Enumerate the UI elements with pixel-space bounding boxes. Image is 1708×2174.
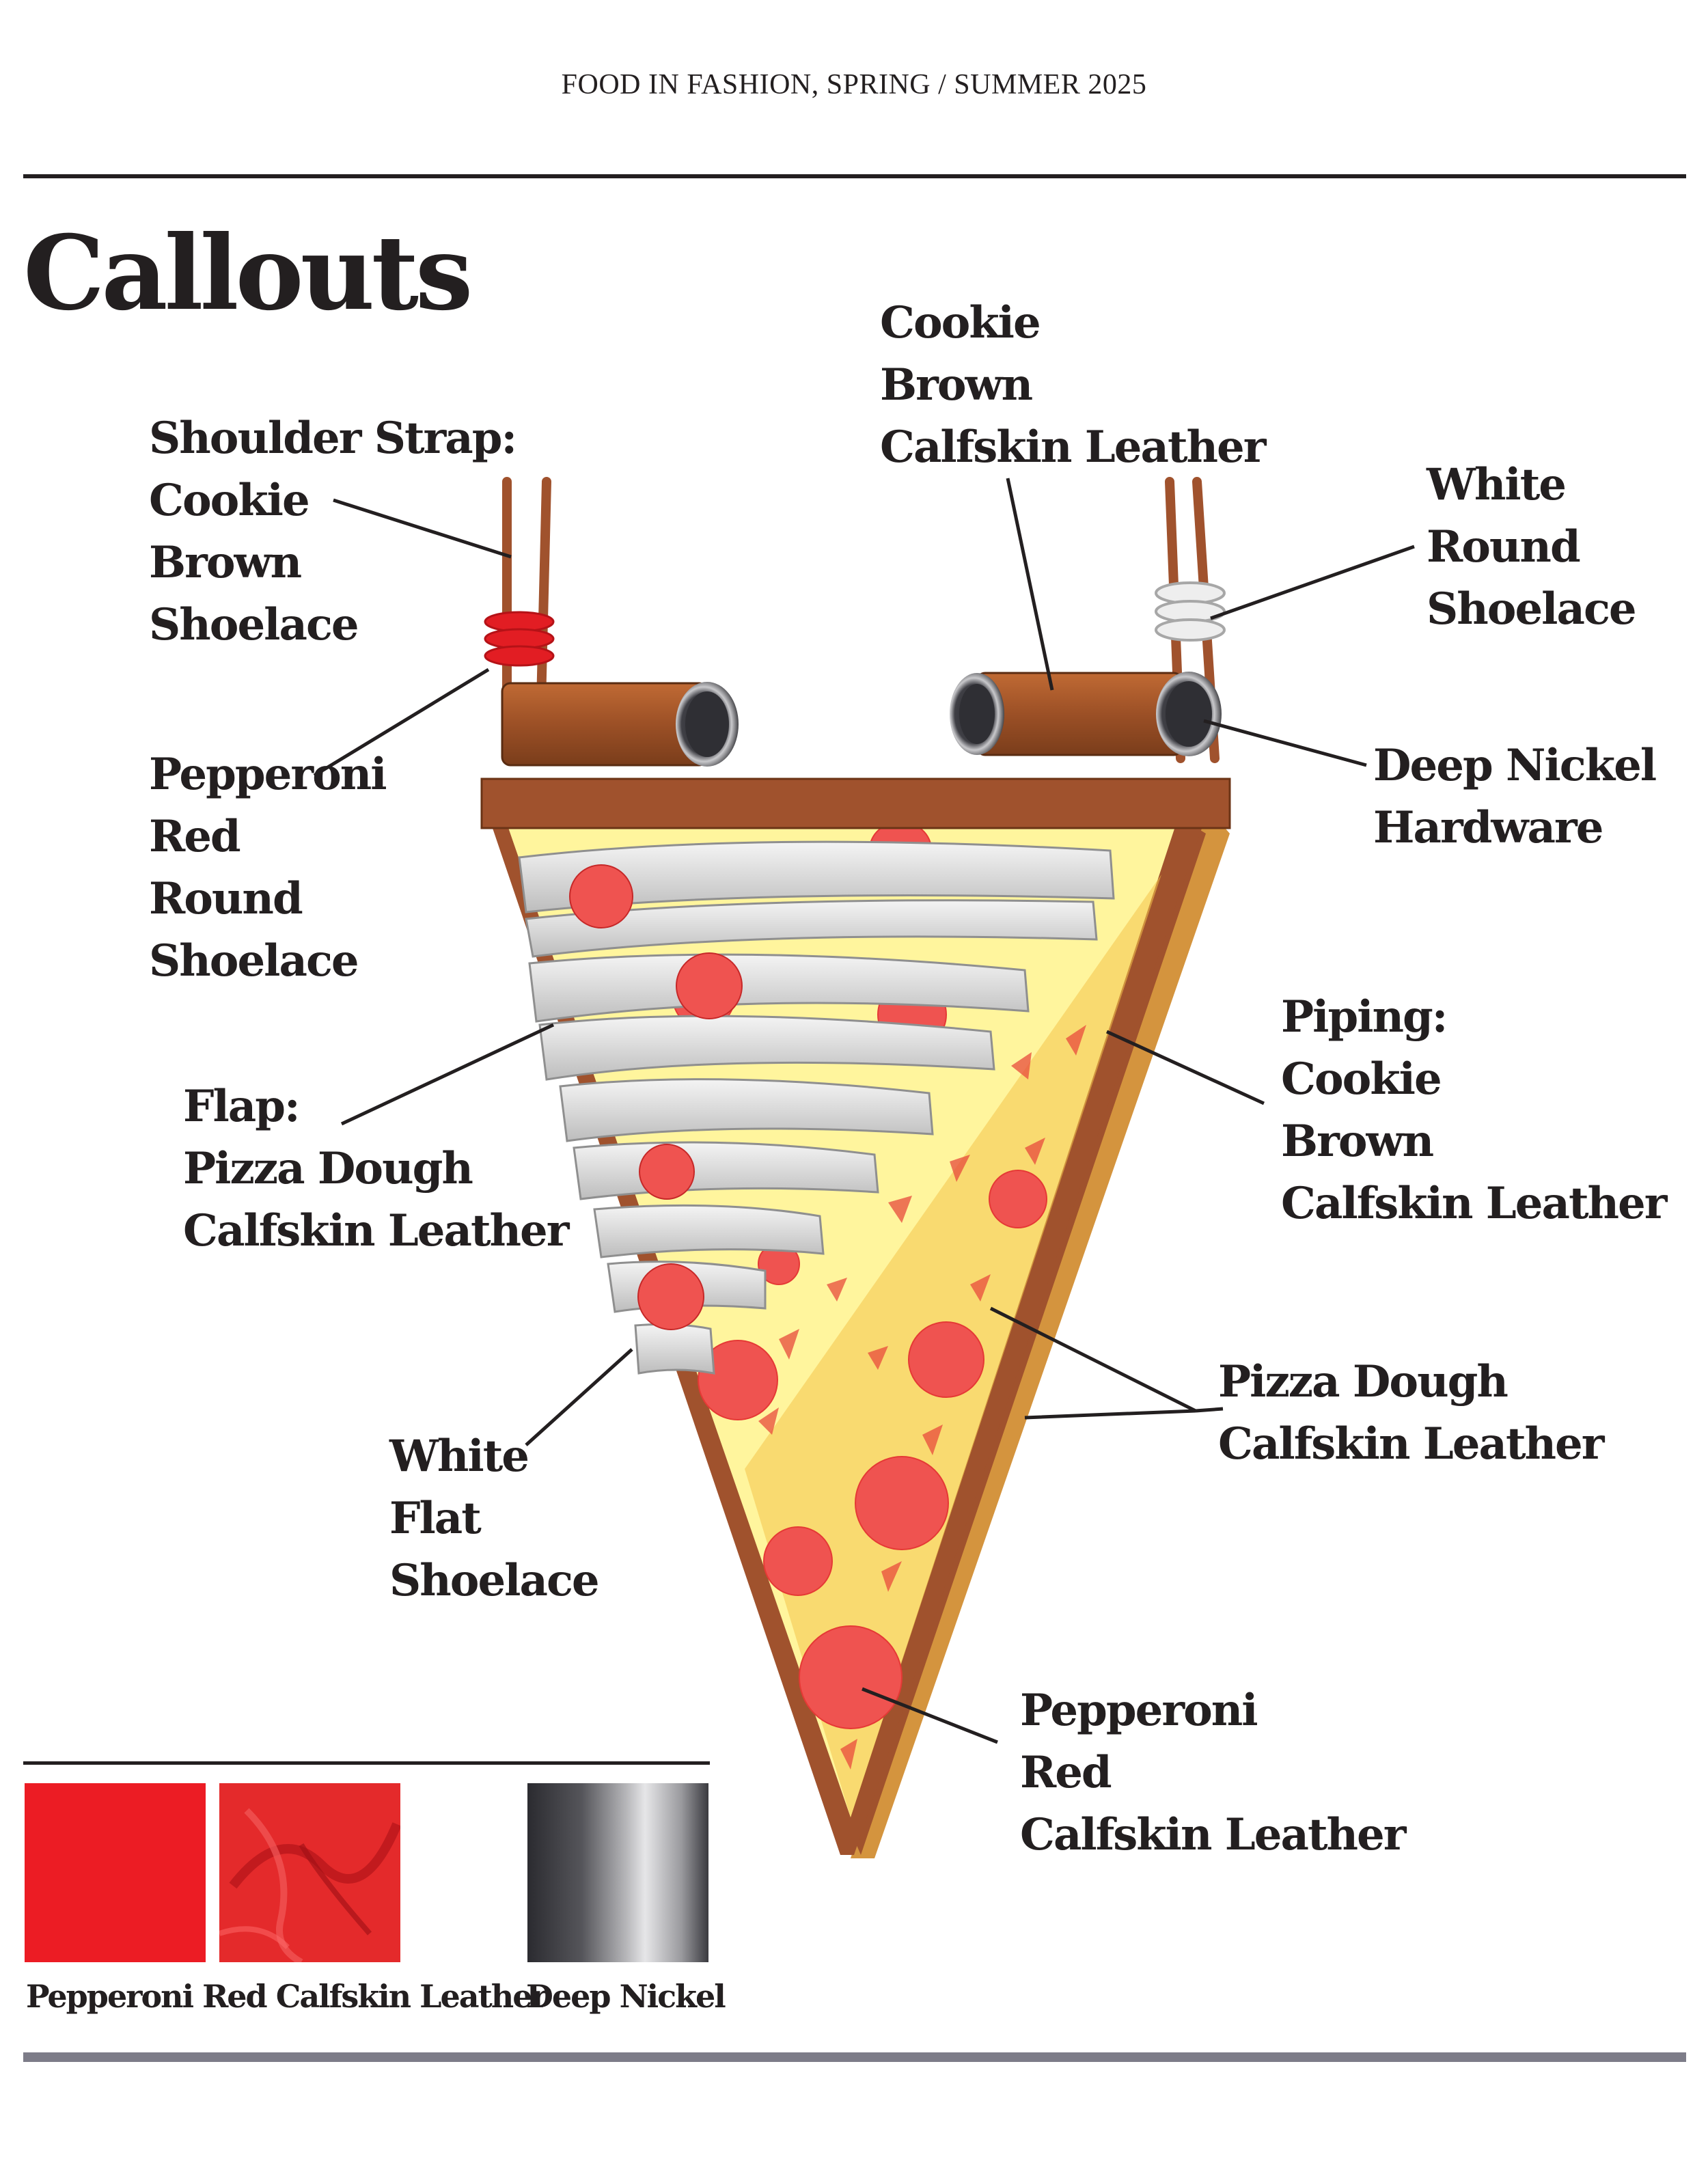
- callout-line: Calfskin Leather: [1281, 1178, 1667, 1229]
- white-flat-lacing: [518, 840, 1115, 1375]
- callout-line: Cookie: [880, 297, 1041, 348]
- callout-line: Cookie: [149, 475, 310, 526]
- callout-line: White: [389, 1431, 529, 1482]
- callout-line: Shoelace: [149, 935, 359, 987]
- callout-line: Cookie: [1281, 1054, 1442, 1105]
- callout-cookie-brown-leather: Cookie Brown Calfskin Leather: [880, 292, 1266, 478]
- callout-line: Pizza Dough: [1218, 1356, 1509, 1407]
- callout-line: Pizza Dough: [183, 1143, 473, 1194]
- callout-shoulder-strap: Shoulder Strap: Cookie Brown Shoelace: [149, 407, 517, 656]
- callout-pizza-dough-leather: Pizza Dough Calfskin Leather: [1218, 1351, 1604, 1475]
- callout-line: Pepperoni: [1020, 1685, 1258, 1736]
- right-tube: [950, 672, 1222, 756]
- white-round-lace-wrap: [1155, 581, 1226, 642]
- callout-line: Piping:: [1281, 991, 1448, 1043]
- header-rule: [23, 174, 1686, 178]
- callout-line: Red: [1020, 1747, 1112, 1798]
- swatch-label-pepperoni: Pepperoni Red Calfskin Leather: [26, 1978, 548, 2015]
- callout-line: Brown: [1281, 1116, 1434, 1167]
- callout-line: White: [1427, 459, 1567, 510]
- callout-line: Shoulder Strap:: [149, 413, 517, 464]
- leader-lines: [313, 478, 1415, 1744]
- callout-line: Calfskin Leather: [880, 422, 1266, 473]
- callout-line: Shoelace: [149, 599, 359, 650]
- pepperoni-red-swatch: [25, 1783, 206, 1962]
- callout-line: Round: [1427, 521, 1581, 573]
- callout-deep-nickel-hardware: Deep Nickel Hardware: [1373, 734, 1657, 859]
- callout-line: Calfskin Leather: [1020, 1809, 1406, 1860]
- callout-white-round-shoelace: White Round Shoelace: [1427, 454, 1637, 640]
- callout-piping: Piping: Cookie Brown Calfskin Leather: [1281, 986, 1667, 1235]
- callout-line: Calfskin Leather: [183, 1205, 569, 1256]
- callout-pepperoni-round-shoelace: Pepperoni Red Round Shoelace: [149, 743, 387, 992]
- page-header: FOOD IN FASHION, SPRING / SUMMER 2025: [561, 69, 1147, 100]
- callout-line: Shoelace: [1427, 583, 1637, 635]
- callout-pepperoni-red-leather: Pepperoni Red Calfskin Leather: [1020, 1679, 1406, 1866]
- left-tube: [501, 682, 739, 767]
- callout-line: Hardware: [1373, 802, 1603, 853]
- callout-line: Brown: [880, 359, 1033, 411]
- callout-line: Flap:: [183, 1081, 301, 1132]
- swatch-label-deep-nickel: Deep Nickel: [526, 1978, 726, 2015]
- pepperoni-red-lace-wrap: [484, 611, 555, 667]
- callout-line: Calfskin Leather: [1218, 1418, 1604, 1470]
- callout-line: Shoelace: [389, 1555, 600, 1606]
- page-title: Callouts: [23, 213, 473, 333]
- callout-line: Brown: [149, 537, 302, 588]
- pepperoni-red-leather-texture-swatch: [219, 1783, 400, 1962]
- callout-line: Deep Nickel: [1373, 740, 1657, 791]
- callout-line: Round: [149, 873, 303, 924]
- callout-line: Pepperoni: [149, 749, 387, 800]
- top-band: [480, 778, 1231, 829]
- deep-nickel-swatch: [527, 1783, 708, 1962]
- footer-rule: [23, 2052, 1686, 2062]
- callout-line: Red: [149, 811, 241, 862]
- callout-white-flat-shoelace: White Flat Shoelace: [389, 1425, 600, 1612]
- callout-flap: Flap: Pizza Dough Calfskin Leather: [183, 1075, 569, 1262]
- swatch-rule: [23, 1761, 710, 1765]
- callout-line: Flat: [389, 1493, 482, 1544]
